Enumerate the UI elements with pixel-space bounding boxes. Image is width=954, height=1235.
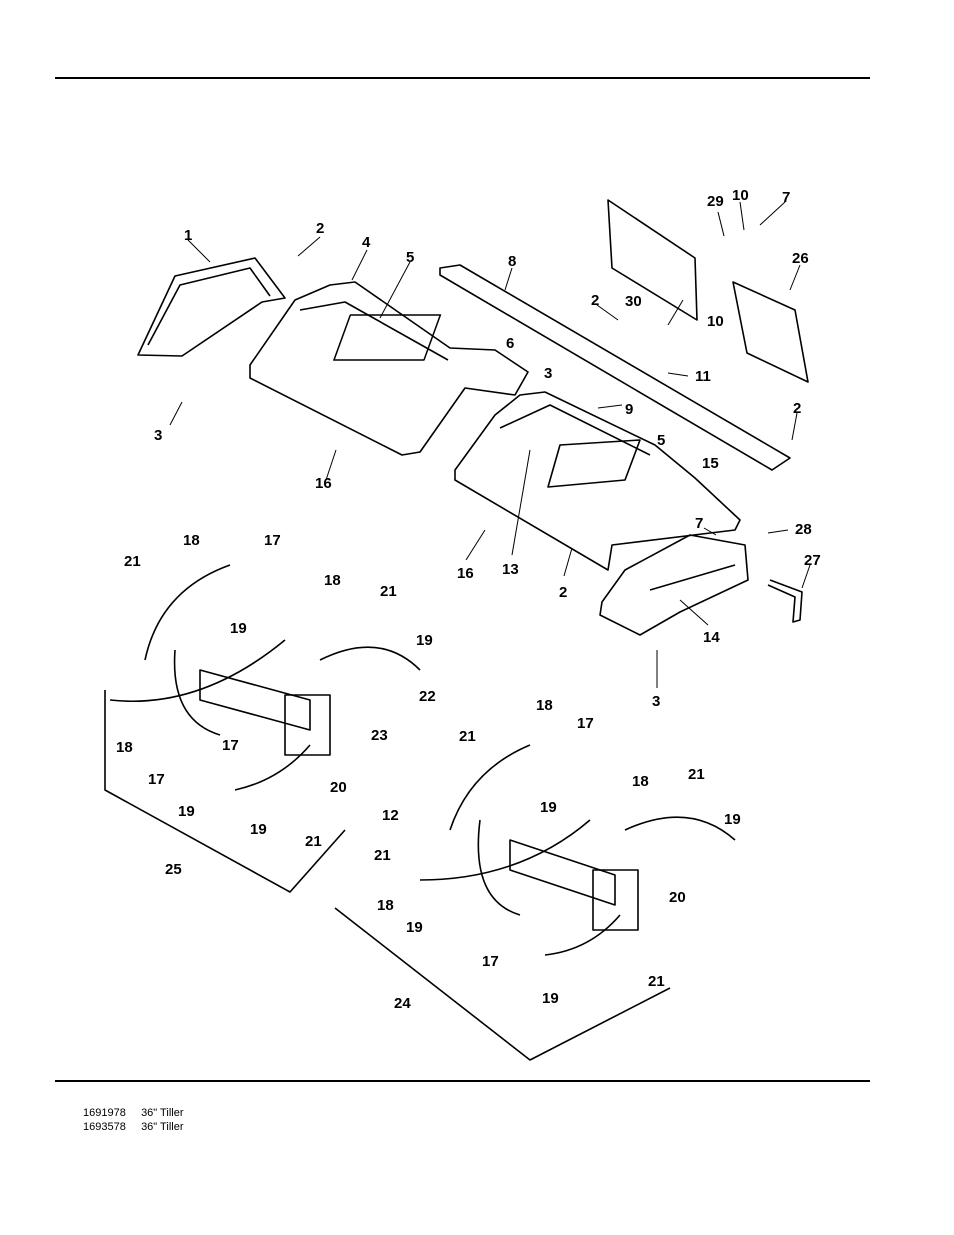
top-rule <box>55 77 870 79</box>
callout-21b: 21 <box>380 583 397 600</box>
callout-10: 10 <box>732 187 749 204</box>
callout-18e: 18 <box>632 773 649 790</box>
callout-20b: 20 <box>669 889 686 906</box>
left-shaft-flange <box>284 694 331 756</box>
callout-18c: 18 <box>116 739 133 756</box>
callout-21g: 21 <box>648 973 665 990</box>
callout-11: 11 <box>695 368 711 385</box>
callout-7: 7 <box>782 189 790 206</box>
callout-8: 8 <box>508 253 516 270</box>
left-shaft <box>199 669 311 731</box>
callout-19: 19 <box>230 620 247 637</box>
callout-13: 13 <box>502 561 519 578</box>
callout-18f: 18 <box>377 897 394 914</box>
model-code: 1691978 <box>83 1107 126 1119</box>
callout-21: 21 <box>124 553 141 570</box>
callout-15: 15 <box>702 455 719 472</box>
callout-23: 23 <box>371 727 388 744</box>
footer-model-list: 1691978 36" Tiller 1693578 36" Tiller <box>83 1106 183 1134</box>
left-hood-label-plate <box>333 314 442 361</box>
callout-22: 22 <box>419 688 436 705</box>
callout-19g: 19 <box>406 919 423 936</box>
callout-3b: 3 <box>544 365 552 382</box>
callout-1: 1 <box>184 227 192 244</box>
callout-17d: 17 <box>577 715 594 732</box>
callout-3c: 3 <box>652 693 660 710</box>
hood-bar <box>439 264 791 471</box>
callout-2d: 2 <box>559 584 567 601</box>
callout-19b: 19 <box>416 632 433 649</box>
callout-20: 20 <box>330 779 347 796</box>
right-shaft-flange <box>592 869 639 931</box>
left-hood <box>249 281 529 456</box>
tine-assembly-right <box>419 744 736 956</box>
callout-5b: 5 <box>657 432 665 449</box>
callout-29: 29 <box>707 193 724 210</box>
callout-6: 6 <box>506 335 514 352</box>
callout-14: 14 <box>703 629 720 646</box>
callout-18: 18 <box>183 532 200 549</box>
callout-16b: 16 <box>457 565 474 582</box>
callout-17c: 17 <box>148 771 165 788</box>
bracket-25 <box>104 690 346 893</box>
callout-19d: 19 <box>250 821 267 838</box>
callout-24: 24 <box>394 995 411 1012</box>
callout-9: 9 <box>625 401 633 418</box>
callout-18d: 18 <box>536 697 553 714</box>
callout-21d: 21 <box>459 728 476 745</box>
model-desc: 36" Tiller <box>141 1121 184 1133</box>
callout-3: 3 <box>154 427 162 444</box>
callout-7b: 7 <box>695 515 703 532</box>
callout-25: 25 <box>165 861 182 878</box>
model-desc: 36" Tiller <box>141 1107 184 1119</box>
callout-5: 5 <box>406 249 414 266</box>
footer-line-2: 1693578 36" Tiller <box>83 1120 183 1134</box>
callout-17b: 17 <box>222 737 239 754</box>
callout-21c: 21 <box>305 833 322 850</box>
right-hood-label-plate <box>547 439 641 488</box>
callout-28: 28 <box>795 521 812 538</box>
callout-2c: 2 <box>793 400 801 417</box>
callout-17e: 17 <box>482 953 499 970</box>
callout-18b: 18 <box>324 572 341 589</box>
right-shaft <box>509 839 616 906</box>
right-hood <box>454 391 741 571</box>
crank-handle <box>767 579 803 623</box>
callout-21e: 21 <box>688 766 705 783</box>
callout-4: 4 <box>362 234 371 251</box>
callout-10b: 10 <box>707 313 724 330</box>
callout-26: 26 <box>792 250 809 267</box>
callout-19h: 19 <box>542 990 559 1007</box>
bracket-24 <box>334 907 671 1061</box>
rear-flap-right <box>732 281 809 383</box>
callout-12: 12 <box>382 807 399 824</box>
right-side-plate <box>599 534 749 636</box>
left-side-plate <box>137 257 286 357</box>
callout-19e: 19 <box>540 799 557 816</box>
tine-assembly-left <box>109 564 421 791</box>
model-code: 1693578 <box>83 1121 126 1133</box>
callout-30: 30 <box>625 293 642 310</box>
rear-flap-left <box>607 199 698 321</box>
callout-2: 2 <box>316 220 324 237</box>
footer-line-1: 1691978 36" Tiller <box>83 1106 183 1120</box>
callout-17: 17 <box>264 532 281 549</box>
callout-16: 16 <box>315 475 332 492</box>
bottom-rule <box>55 1080 870 1082</box>
callout-2b: 2 <box>591 292 599 309</box>
callout-19f: 19 <box>724 811 741 828</box>
callout-19c: 19 <box>178 803 195 820</box>
callout-21f: 21 <box>374 847 391 864</box>
callout-27: 27 <box>804 552 821 569</box>
